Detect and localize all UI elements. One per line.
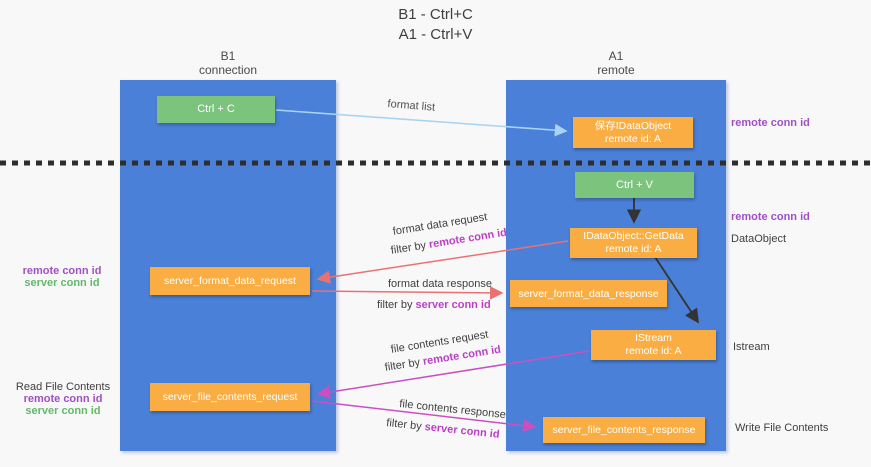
side-write-file-contents-label: Write File Contents <box>735 422 829 434</box>
right-column-subtitle: remote <box>597 63 635 77</box>
node-getdata-line1: IDataObject::GetData <box>583 230 684 242</box>
right-column-header: A1 remote <box>506 49 726 77</box>
node-server-format-data-response: server_format_data_response <box>510 280 667 307</box>
arrow-file-contents-response <box>311 400 537 433</box>
left-server-conn-id: server conn id <box>24 277 100 289</box>
read-file-contents-label: Read File Contents <box>15 381 111 393</box>
node-getdata-line2: remote id: A <box>605 243 662 255</box>
arrow-file-contents-request <box>316 350 590 399</box>
right-column-name: A1 <box>608 49 624 63</box>
node-server-format-data-request: server_format_data_request <box>150 267 310 295</box>
left-remote-conn-id: remote conn id <box>22 265 102 277</box>
side-remote-conn-id-top: remote conn id <box>731 117 810 129</box>
left-column-name: B1 <box>220 49 236 63</box>
arrow-format-list <box>275 109 568 137</box>
node-save-idataobject: 保存IDataObject remote id: A <box>573 117 693 148</box>
left-remote-conn-id-2: remote conn id <box>23 393 103 405</box>
title-line-2: A1 - Ctrl+V <box>398 26 473 43</box>
node-save-idataobject-line2: remote id: A <box>604 132 662 145</box>
node-ctrl-v: Ctrl + V <box>575 172 694 198</box>
node-istream-line1: IStream <box>635 332 672 344</box>
left-column-subtitle: connection <box>198 63 258 77</box>
diagram-title: B1 - Ctrl+C A1 - Ctrl+V <box>0 5 871 45</box>
left-conn-id-legend: remote conn id server conn id <box>8 265 116 289</box>
node-save-idataobject-line1: 保存IDataObject <box>594 119 672 132</box>
caption-filter-server-1: filter by server conn id <box>377 299 491 311</box>
side-dataobject-label: DataObject <box>731 233 787 245</box>
side-istream-label: Istream <box>733 341 770 353</box>
node-ctrl-c: Ctrl + C <box>157 96 275 123</box>
title-line-1: B1 - Ctrl+C <box>398 6 473 23</box>
arrow-format-data-request <box>316 240 569 284</box>
node-istream-line2: remote id: A <box>625 345 682 357</box>
filter-by-text: filter by <box>377 299 416 311</box>
left-column-header: B1 connection <box>120 49 336 77</box>
arrow-getdata-to-istream <box>654 256 699 324</box>
node-idataobject-getdata: IDataObject::GetData remote id: A <box>570 228 697 258</box>
node-istream: IStream remote id: A <box>591 330 716 360</box>
read-file-contents-legend: Read File Contents remote conn id server… <box>8 381 118 417</box>
node-server-file-contents-request: server_file_contents_request <box>150 383 310 411</box>
arrow-format-data-response <box>311 286 504 300</box>
side-remote-conn-id-mid: remote conn id <box>731 211 810 223</box>
node-server-file-contents-response: server_file_contents_response <box>543 417 705 443</box>
left-server-conn-id-2: server conn id <box>25 405 101 417</box>
server-conn-id-highlight: server conn id <box>415 299 491 311</box>
caption-format-data-response: format data response <box>388 278 492 290</box>
